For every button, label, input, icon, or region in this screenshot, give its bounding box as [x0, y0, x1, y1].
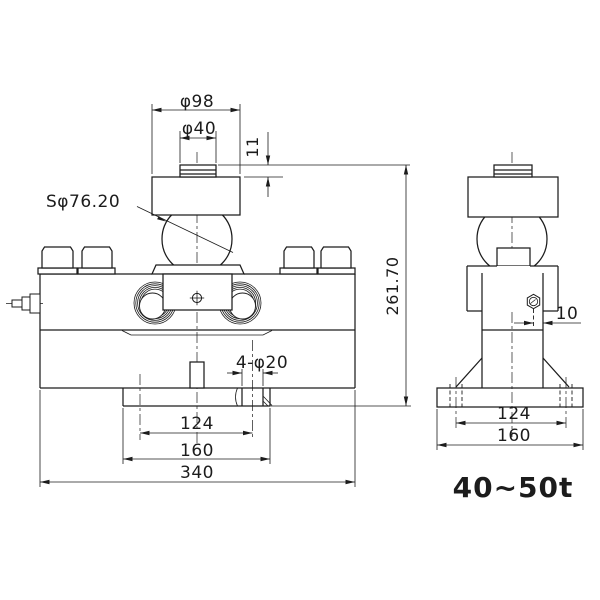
center-screw-icon: [189, 290, 205, 306]
dim-11-label: 11: [243, 136, 262, 157]
dim-160-front-label: 160: [180, 441, 214, 461]
dim-160-side-label: 160: [497, 426, 531, 446]
right-gusset: [542, 357, 570, 388]
left-gusset: [455, 357, 483, 388]
side-dimensions: 10 124 160: [436, 304, 584, 450]
dim-10-label: 10: [556, 304, 579, 324]
boss-seat-side: [496, 247, 531, 267]
front-view: [6, 152, 411, 443]
mount-collar-side: [466, 265, 559, 312]
column-side: [481, 273, 544, 388]
front-dimensions: φ98 φ40 11 Sφ76.20 4-φ20 124 160 340 261…: [39, 92, 410, 487]
dim-124-front-label: 124: [180, 414, 214, 434]
dim-124-side-label: 124: [497, 404, 531, 424]
dim-phi40-label: φ40: [182, 119, 216, 139]
bottom-slot: [189, 361, 205, 389]
ball-seat-front: [151, 264, 245, 275]
overall-height-label: 261.70: [383, 257, 402, 316]
base-plate-side: [436, 387, 584, 408]
dim-phi98-label: φ98: [180, 92, 214, 112]
dim-340-label: 340: [180, 463, 214, 483]
capacity-label: 40~50t: [453, 471, 574, 504]
hole-section-detail: [235, 387, 273, 407]
hex-bolt-icon: [526, 293, 541, 310]
top-bolts: [37, 246, 356, 275]
top-stub-side: [493, 164, 533, 178]
top-stub-front: [179, 164, 217, 178]
sphere-leader: [136, 206, 234, 253]
top-cup-side: [467, 176, 559, 218]
cable-gland: [6, 293, 46, 314]
sphere-diameter-label: Sφ76.20: [46, 192, 120, 212]
body-groove-line: [121, 330, 273, 336]
side-view: [436, 152, 584, 437]
right-bore-rings: [218, 281, 262, 325]
mount-holes-label: 4-φ20: [236, 353, 288, 373]
top-cup-front: [151, 176, 241, 216]
yoke-block: [162, 273, 233, 311]
foot-plate-front: [122, 388, 411, 407]
